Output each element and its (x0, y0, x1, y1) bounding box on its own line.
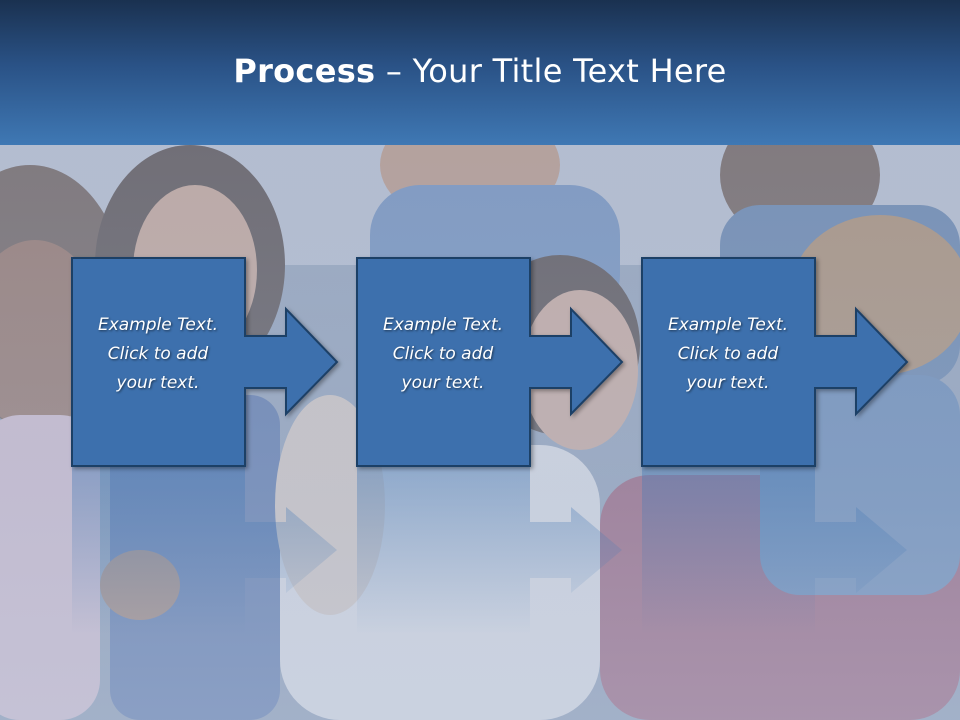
slide-title-bold: Process (233, 52, 376, 90)
step-2-line-1: Example Text. (382, 315, 504, 335)
title-bar: Process – Your Title Text Here (0, 0, 960, 145)
slide-title[interactable]: Process – Your Title Text Here (0, 52, 960, 90)
step-3-shape[interactable] (641, 257, 909, 467)
step-1-shape[interactable] (71, 257, 339, 467)
step-2-line-2: Click to add (392, 344, 494, 364)
step-3-line-1: Example Text. (667, 315, 789, 335)
step-3-text[interactable]: Example Text. Click to add your text. (641, 311, 815, 398)
step-3-line-3: your text. (686, 373, 770, 393)
step-3-line-2: Click to add (677, 344, 779, 364)
step-reflections (72, 466, 907, 634)
slide-title-rest: – Your Title Text Here (375, 52, 727, 90)
step-2-text[interactable]: Example Text. Click to add your text. (356, 311, 530, 398)
step-1-line-3: your text. (116, 373, 200, 393)
step-1-text[interactable]: Example Text. Click to add your text. (71, 311, 245, 398)
step-1-line-2: Click to add (107, 344, 209, 364)
step-2-line-3: your text. (401, 373, 485, 393)
step-2-shape[interactable] (356, 257, 624, 467)
step-1-line-1: Example Text. (97, 315, 219, 335)
